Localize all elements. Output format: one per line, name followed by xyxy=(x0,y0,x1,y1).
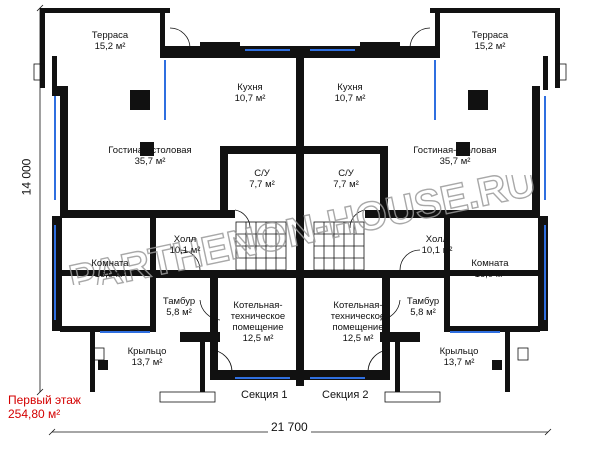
section-label-2: Секция 2 xyxy=(322,389,369,401)
staircase-left xyxy=(235,221,287,271)
section-label-1: Секция 1 xyxy=(241,389,288,401)
dimension-width: 21 700 xyxy=(268,420,311,434)
doors xyxy=(169,27,431,373)
dimension-height: 14 000 xyxy=(19,158,34,196)
porch-steps xyxy=(33,63,567,403)
floor-label: Первый этаж xyxy=(8,393,81,407)
floor-area: 254,80 м² xyxy=(8,407,61,421)
walls xyxy=(40,8,560,392)
floor-stats: Первый этаж 254,80 м² xyxy=(8,393,81,421)
windows xyxy=(54,49,546,379)
staircase-right xyxy=(313,221,365,271)
